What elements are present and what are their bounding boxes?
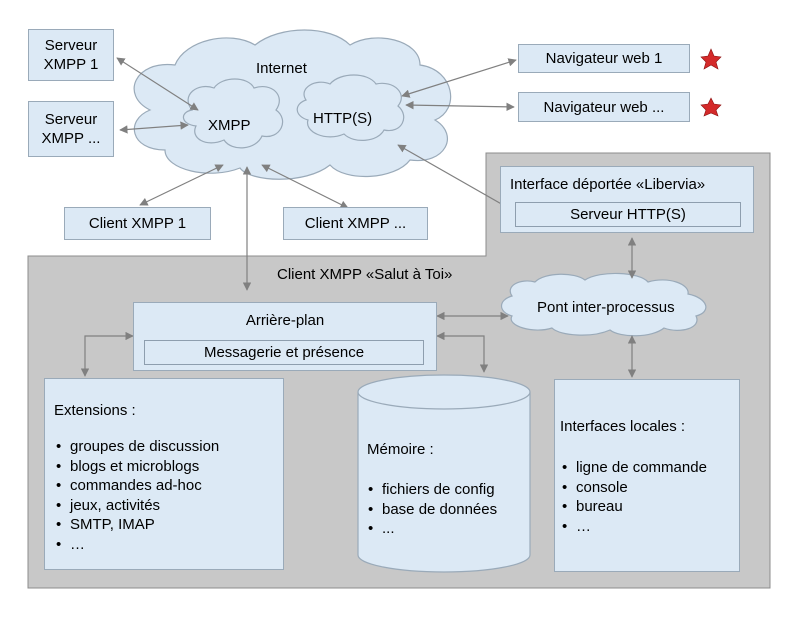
memory-title: Mémoire : bbox=[367, 441, 434, 458]
list-item: console bbox=[560, 478, 707, 498]
internet-cloud bbox=[133, 29, 452, 180]
arrow-libervia-http bbox=[397, 144, 513, 211]
list-item: jeux, activités bbox=[54, 496, 219, 516]
client-xmpp-1: Client XMPP 1 bbox=[64, 207, 211, 240]
messaging-presence-box: Messagerie et présence bbox=[144, 340, 424, 365]
connectors bbox=[80, 57, 637, 378]
http-cloud bbox=[296, 74, 405, 141]
extensions-box: Extensions : groupes de discussion blogs… bbox=[44, 378, 284, 570]
list-item: SMTP, IMAP bbox=[54, 515, 219, 535]
arrow-server1-xmpp bbox=[116, 57, 199, 111]
local-interfaces-list: ligne de commande console bureau … bbox=[560, 458, 707, 536]
list-item: … bbox=[560, 517, 707, 537]
list-item: … bbox=[54, 535, 219, 555]
client-xmpp-other: Client XMPP ... bbox=[283, 207, 428, 240]
list-item: bureau bbox=[560, 497, 707, 517]
list-item: blogs et microblogs bbox=[54, 457, 219, 477]
backend-title: Arrière-plan bbox=[245, 312, 325, 329]
http-label: HTTP(S) bbox=[313, 110, 373, 127]
arrow-backend-memory bbox=[436, 331, 489, 373]
browser-other: Navigateur web ... bbox=[518, 92, 690, 122]
list-item: fichiers de config bbox=[366, 480, 497, 500]
list-item: ... bbox=[366, 519, 497, 539]
mascot-icon-2 bbox=[700, 97, 722, 117]
local-interfaces-box: Interfaces locales : ligne de commande c… bbox=[554, 379, 740, 572]
local-interfaces-title: Interfaces locales : bbox=[560, 418, 686, 435]
ipc-label: Pont inter-processus bbox=[537, 299, 675, 316]
libervia-title: Interface déportée «Libervia» bbox=[510, 176, 706, 193]
list-item: ligne de commande bbox=[560, 458, 707, 478]
arrow-client1-xmpp bbox=[139, 164, 224, 206]
libervia-box: Interface déportée «Libervia» Serveur HT… bbox=[500, 166, 754, 233]
arrow-browser2-http bbox=[405, 100, 515, 112]
arrow-server2-xmpp bbox=[119, 121, 189, 134]
arrow-client2-xmpp bbox=[261, 164, 349, 209]
xmpp-label: XMPP bbox=[208, 117, 251, 134]
mascot-icon-1 bbox=[700, 48, 722, 70]
list-item: groupes de discussion bbox=[54, 437, 219, 457]
list-item: commandes ad-hoc bbox=[54, 476, 219, 496]
browser-1: Navigateur web 1 bbox=[518, 44, 690, 73]
server-xmpp-other: Serveur XMPP ... bbox=[28, 101, 114, 157]
backend-box: Arrière-plan Messagerie et présence bbox=[133, 302, 437, 371]
server-xmpp-1: Serveur XMPP 1 bbox=[28, 29, 114, 81]
arrow-browser1-http bbox=[401, 58, 517, 98]
memory-list: fichiers de config base de données ... bbox=[366, 480, 497, 539]
libervia-http-server: Serveur HTTP(S) bbox=[515, 202, 741, 227]
memory-cylinder bbox=[357, 374, 531, 573]
xmpp-cloud bbox=[182, 78, 284, 149]
extensions-list: groupes de discussion blogs et microblog… bbox=[54, 437, 219, 554]
arrow-backend-extensions bbox=[80, 331, 134, 377]
ipc-cloud bbox=[500, 272, 707, 337]
client-title: Client XMPP «Salut à Toi» bbox=[277, 266, 453, 283]
extensions-title: Extensions : bbox=[54, 402, 136, 419]
list-item: base de données bbox=[366, 500, 497, 520]
internet-label: Internet bbox=[256, 60, 307, 77]
